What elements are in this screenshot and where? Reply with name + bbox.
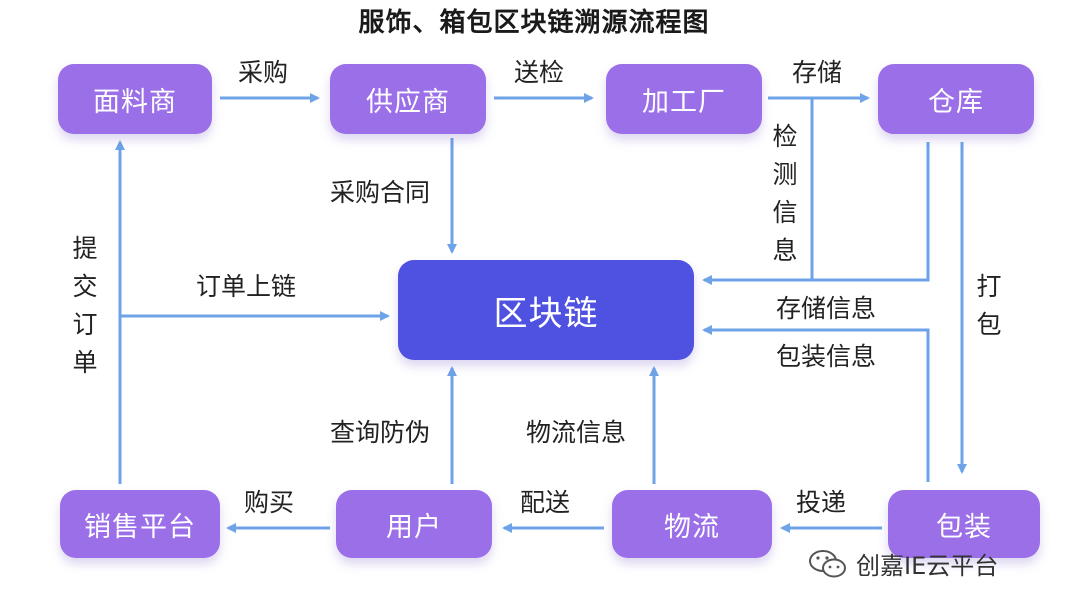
label-pack: 打包 bbox=[976, 272, 1002, 339]
watermark-text: 创嘉IE云平台 bbox=[856, 552, 999, 580]
node-packaging: 包装 bbox=[888, 490, 1040, 558]
node-fabric: 面料商 bbox=[58, 64, 212, 134]
arrow-package-info bbox=[702, 325, 930, 482]
node-user: 用户 bbox=[336, 490, 492, 558]
label-storage-info: 存储信息 bbox=[776, 294, 877, 323]
label-storage: 存储 bbox=[792, 58, 843, 87]
label-purchase: 采购 bbox=[238, 58, 289, 87]
label-logistics-info: 物流信息 bbox=[526, 418, 627, 447]
node-blockchain: 区块链 bbox=[398, 260, 694, 360]
node-logistics: 物流 bbox=[612, 490, 772, 558]
label-order-chain: 订单上链 bbox=[196, 272, 297, 301]
label-dispatch: 投递 bbox=[796, 488, 847, 517]
node-factory: 加工厂 bbox=[606, 64, 762, 134]
label-place-order: 提交订单 bbox=[72, 234, 98, 377]
node-warehouse: 仓库 bbox=[878, 64, 1034, 134]
label-buy: 购买 bbox=[244, 488, 295, 517]
node-supplier: 供应商 bbox=[330, 64, 486, 134]
node-sales: 销售平台 bbox=[60, 490, 220, 558]
label-test-info: 检测信息 bbox=[772, 122, 798, 265]
arrow-storage-info bbox=[812, 142, 930, 282]
label-deliver: 配送 bbox=[520, 488, 571, 517]
label-contract: 采购合同 bbox=[330, 178, 431, 207]
label-query: 查询防伪 bbox=[330, 418, 431, 447]
watermark: 创嘉IE云平台 bbox=[808, 546, 998, 581]
label-inspection: 送检 bbox=[514, 58, 565, 87]
diagram-title: 服饰、箱包区块链溯源流程图 bbox=[358, 8, 710, 38]
wechat-icon bbox=[809, 549, 846, 577]
label-package-info: 包装信息 bbox=[776, 342, 877, 371]
